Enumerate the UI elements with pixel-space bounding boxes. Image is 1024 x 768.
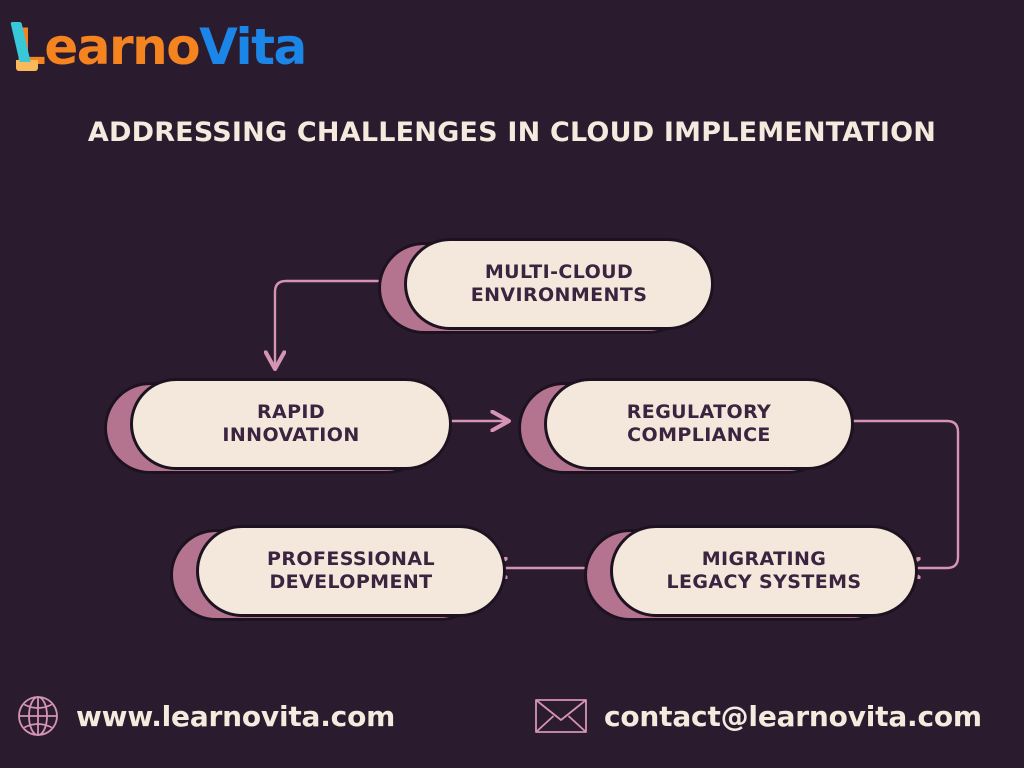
- node-label-line1: REGULATORY: [626, 400, 772, 423]
- logo-l-accent: [16, 60, 38, 71]
- logo-text-learno: Learno: [14, 18, 201, 76]
- flow-node-multi-cloud-environments[interactable]: MULTI-CLOUD ENVIRONMENTS: [378, 238, 714, 334]
- node-face: RAPID INNOVATION: [130, 378, 452, 470]
- node-label-line2: COMPLIANCE: [627, 424, 771, 446]
- flow-node-migrating-legacy-systems[interactable]: MIGRATING LEGACY SYSTEMS: [584, 525, 918, 621]
- website-label: www.learnovita.com: [76, 699, 396, 733]
- flow-node-regulatory-compliance[interactable]: REGULATORY COMPLIANCE: [518, 378, 854, 474]
- globe-icon: [18, 696, 58, 736]
- node-label-line1: MULTI-CLOUD: [484, 260, 634, 283]
- flow-node-rapid-innovation[interactable]: RAPID INNOVATION: [104, 378, 452, 474]
- footer-website[interactable]: www.learnovita.com: [16, 694, 395, 738]
- footer-email[interactable]: contact@learnovita.com: [534, 694, 982, 738]
- node-label-line1: RAPID: [256, 400, 326, 423]
- page-title: ADDRESSING CHALLENGES IN CLOUD IMPLEMENT…: [87, 117, 937, 148]
- node-face: MULTI-CLOUD ENVIRONMENTS: [404, 238, 714, 330]
- envelope-icon: [535, 699, 587, 733]
- node-face: PROFESSIONAL DEVELOPMENT: [196, 525, 506, 617]
- node-face: REGULATORY COMPLIANCE: [544, 378, 854, 470]
- node-label-line2: LEGACY SYSTEMS: [666, 571, 862, 593]
- node-label-line2: INNOVATION: [222, 424, 360, 446]
- brand-logo: Learno Vita: [10, 16, 307, 78]
- node-label-line2: ENVIRONMENTS: [470, 284, 648, 306]
- edge-multicloud-to-rapid: [275, 279, 380, 368]
- logo-text-vita: Vita: [199, 18, 307, 76]
- node-label-line1: PROFESSIONAL: [267, 547, 435, 570]
- node-face: MIGRATING LEGACY SYSTEMS: [610, 525, 918, 617]
- email-label: contact@learnovita.com: [604, 699, 982, 733]
- node-label-line1: MIGRATING: [701, 547, 827, 570]
- node-label-line2: DEVELOPMENT: [269, 571, 433, 593]
- flow-node-professional-development[interactable]: PROFESSIONAL DEVELOPMENT: [170, 525, 506, 621]
